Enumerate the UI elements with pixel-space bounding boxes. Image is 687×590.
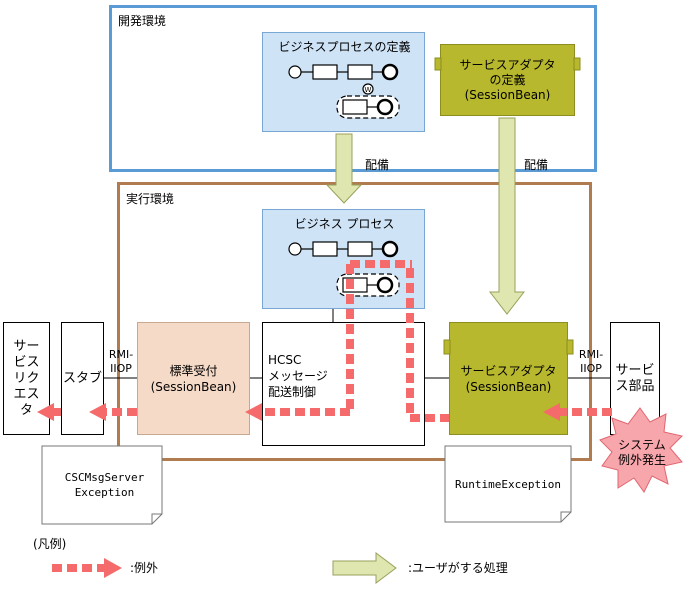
rmi-left-line1: RMI-	[108, 348, 134, 361]
sa-def-notch-left	[434, 57, 442, 71]
rmi-right-label: RMI- IIOP	[576, 348, 606, 376]
legend-title: (凡例)	[33, 537, 67, 551]
legend-exception-head	[104, 558, 122, 578]
sa-line2: (SessionBean)	[465, 379, 552, 394]
hcsc-line2: メッセージ	[268, 369, 328, 383]
doc-cscmsg-line1: CSCMsgServer	[64, 471, 145, 484]
doc-runtime-text: RuntimeException	[448, 478, 568, 491]
system-exception-burst	[599, 407, 683, 493]
sa-notch-left	[443, 339, 451, 355]
bp-runtime-label: ビジネス プロセス	[294, 217, 395, 231]
legend-user-label: :ユーザがする処理	[408, 561, 508, 575]
service-adapter-box: サービスアダプタ (SessionBean)	[449, 322, 568, 435]
exception-head-req	[37, 403, 54, 421]
exception-head-sa	[543, 403, 560, 421]
sa-notch-right	[566, 339, 574, 355]
sa-def-notch-right	[573, 57, 581, 71]
rmi-right-line1: RMI-	[578, 348, 604, 361]
sa-def-line3: (SessionBean)	[464, 87, 551, 102]
sa-line1: サービスアダプタ	[460, 363, 557, 378]
sa-def-line2: の定義	[489, 72, 526, 87]
run-env-title: 実行環境	[126, 192, 175, 206]
service-requester-box: サービスリクエスタ	[3, 322, 50, 435]
burst-text: システム 例外発生	[606, 438, 678, 468]
legend-exception-label: :例外	[130, 561, 159, 575]
bp-runtime-flow	[288, 240, 400, 297]
doc-cscmsg-fold	[151, 513, 162, 524]
standard-receiver-box: 標準受付 (SessionBean)	[137, 322, 250, 435]
rmi-left-line2: IIOP	[110, 362, 132, 375]
stub-box: スタブ	[61, 322, 104, 435]
sa-def-line1: サービスアダプタ	[459, 57, 556, 72]
hcsc-line3: 配送制御	[268, 385, 317, 399]
std-recv-line2: (SessionBean)	[150, 379, 237, 394]
dev-env-title: 開発環境	[118, 14, 167, 28]
exception-path	[54, 260, 612, 422]
legend-user-arrow	[332, 552, 397, 584]
exception-head-hcsc	[245, 403, 262, 421]
svg-text:W: W	[365, 86, 372, 94]
burst-line1: システム	[618, 438, 666, 452]
rmi-left-label: RMI- IIOP	[106, 348, 136, 376]
deploy-label-bp: 配備	[365, 158, 390, 172]
deploy-arrow-bp	[325, 133, 363, 204]
doc-runtime-shape	[444, 445, 572, 523]
deploy-arrow-sa	[488, 117, 526, 315]
run-env-frame	[117, 182, 592, 461]
stub-text: スタブ	[62, 370, 102, 386]
doc-cscmsg-line2: Exception	[74, 486, 135, 499]
hcsc-label: HCSC メッセージ 配送制御	[268, 352, 328, 400]
dev-env-frame	[109, 5, 597, 172]
bp-definition-label: ビジネスプロセスの定義	[278, 40, 411, 54]
service-requester-text: サービスリクエスタ	[13, 338, 40, 418]
service-part-text: サービス部品	[615, 362, 655, 394]
doc-runtime-line1: RuntimeException	[455, 478, 561, 491]
exception-head-std	[89, 403, 106, 421]
doc-cscmsg-shape	[41, 445, 163, 525]
hcsc-box	[262, 322, 425, 446]
std-recv-line1: 標準受付	[169, 363, 218, 378]
bp-def-flow: W	[288, 63, 400, 119]
sa-definition-box: サービスアダプタ の定義 (SessionBean)	[440, 44, 575, 116]
deploy-label-sa: 配備	[524, 158, 549, 172]
hcsc-line1: HCSC	[268, 353, 302, 367]
burst-line2: 例外発生	[617, 453, 666, 467]
rmi-right-line2: IIOP	[580, 362, 602, 375]
doc-runtime-fold	[560, 511, 571, 522]
doc-cscmsg-text: CSCMsgServer Exception	[52, 470, 157, 500]
